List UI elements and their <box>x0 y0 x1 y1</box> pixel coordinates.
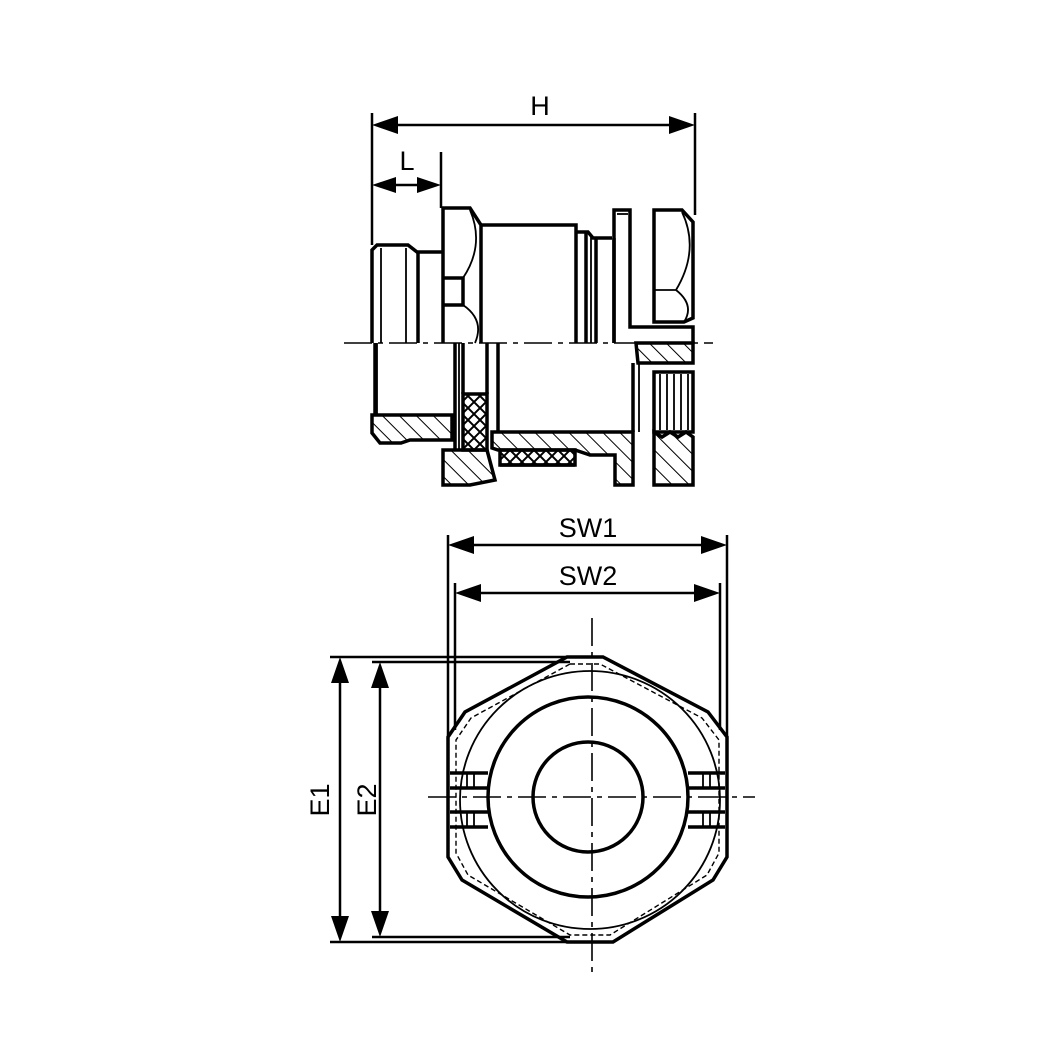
dimension-SW1: SW1 <box>446 513 729 737</box>
dimension-E2: E2 <box>352 660 570 939</box>
dimension-E1: E1 <box>305 655 567 944</box>
dimension-label-E1: E1 <box>305 783 335 816</box>
dimension-SW2: SW2 <box>453 561 722 730</box>
side-view: H L <box>344 91 713 487</box>
dimension-label-SW1: SW1 <box>559 513 618 543</box>
dimension-label-H: H <box>530 91 550 121</box>
side-view-section <box>370 341 695 487</box>
dimension-H: H <box>370 91 697 245</box>
dimension-label-SW2: SW2 <box>559 561 618 591</box>
dimension-L: L <box>372 146 443 208</box>
dimension-label-E2: E2 <box>352 783 382 816</box>
hex-outline <box>446 655 729 944</box>
dimension-label-L: L <box>399 146 414 176</box>
end-view: SW1 SW2 E1 E2 <box>305 513 755 978</box>
side-view-outline <box>370 206 695 344</box>
